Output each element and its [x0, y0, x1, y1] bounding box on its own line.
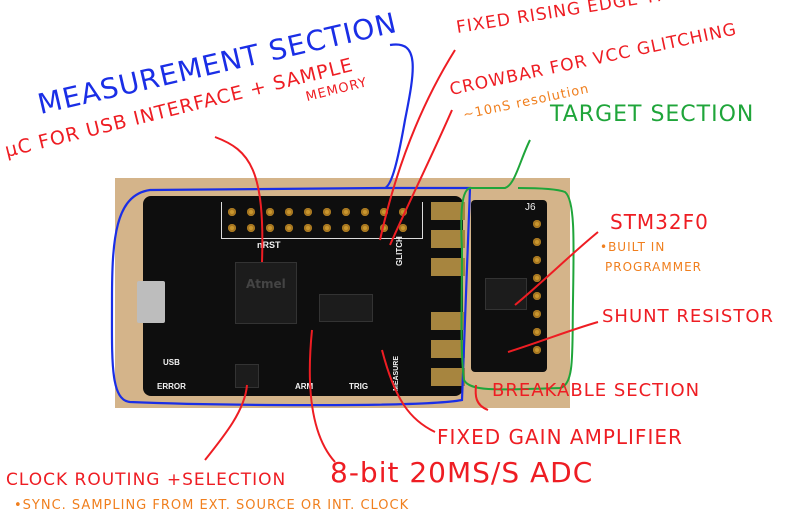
- mcu-brand: Atmel: [246, 277, 286, 291]
- label-stm32: STM32F0: [610, 210, 709, 234]
- leader-adc: [308, 329, 336, 463]
- stm32-chip: [485, 278, 527, 310]
- main-board: nRST GLITCH USB ERROR ARM TRIG MEASURE A…: [137, 196, 463, 396]
- edge-tab: [431, 258, 465, 276]
- silk-error: ERROR: [157, 382, 186, 391]
- pin: [533, 310, 541, 318]
- header-pad: [247, 224, 255, 232]
- silk-arm: ARM: [295, 382, 314, 391]
- label-adc: 8-bit 20MS/S ADC: [330, 456, 594, 489]
- header-pad: [323, 224, 331, 232]
- header-pad: [266, 224, 274, 232]
- header-pad: [228, 208, 236, 216]
- pin: [533, 292, 541, 300]
- edge-tab: [431, 340, 465, 358]
- header-pad: [323, 208, 331, 216]
- header-pad: [228, 224, 236, 232]
- edge-tab: [431, 202, 465, 220]
- edge-tab: [431, 230, 465, 248]
- leader-breakable: [474, 384, 489, 411]
- silk-j6: J6: [525, 202, 536, 213]
- label-stm32-note-2: PROGRAMMER: [605, 260, 703, 274]
- silk-trig: TRIG: [349, 382, 369, 391]
- leader-stm32: [514, 231, 599, 306]
- header-pins: [221, 202, 423, 239]
- pin: [533, 328, 541, 336]
- label-target-section: TARGET SECTION: [550, 102, 755, 127]
- header-pad: [304, 208, 312, 216]
- leader-trigger: [379, 49, 456, 241]
- board-photo: nRST GLITCH USB ERROR ARM TRIG MEASURE A…: [115, 178, 570, 408]
- silk-nrst: nRST: [257, 240, 281, 250]
- header-pad: [342, 208, 350, 216]
- leader-clock: [204, 384, 248, 461]
- label-breakable: BREAKABLE SECTION: [492, 380, 701, 401]
- pin: [533, 346, 541, 354]
- leader-shunt: [507, 321, 599, 353]
- header-pad: [342, 224, 350, 232]
- header-pad: [266, 208, 274, 216]
- header-pad: [361, 208, 369, 216]
- leader-uc: [214, 136, 264, 263]
- target-outline: [460, 139, 575, 391]
- header-pad: [380, 208, 388, 216]
- pin: [533, 274, 541, 282]
- edge-tab: [431, 368, 465, 386]
- header-pad: [399, 224, 407, 232]
- leader-crowbar: [389, 109, 453, 246]
- adc-chip: [319, 294, 373, 322]
- pin: [533, 238, 541, 246]
- header-pad: [285, 224, 293, 232]
- header-pad: [285, 208, 293, 216]
- silk-usb: USB: [163, 358, 180, 367]
- label-shunt: SHUNT RESISTOR: [602, 306, 775, 327]
- edge-tab: [431, 312, 465, 330]
- mcu-chip: Atmel: [235, 262, 297, 324]
- label-stm32-note-1: •BUILT IN: [600, 240, 666, 254]
- label-clock-routing: CLOCK ROUTING +SELECTION: [6, 470, 287, 490]
- header-pad: [247, 208, 255, 216]
- header-pad: [304, 224, 312, 232]
- leader-gain: [381, 349, 436, 433]
- header-pad: [361, 224, 369, 232]
- label-clock-note: •SYNC. SAMPLING FROM EXT. SOURCE OR INT.…: [14, 498, 410, 513]
- usb-connector: [137, 281, 165, 323]
- pin: [533, 220, 541, 228]
- pin: [533, 256, 541, 264]
- label-fixed-gain: FIXED GAIN AMPLIFIER: [437, 425, 683, 449]
- header-pad: [380, 224, 388, 232]
- header-pad: [399, 208, 407, 216]
- measurement-outline: [110, 43, 472, 407]
